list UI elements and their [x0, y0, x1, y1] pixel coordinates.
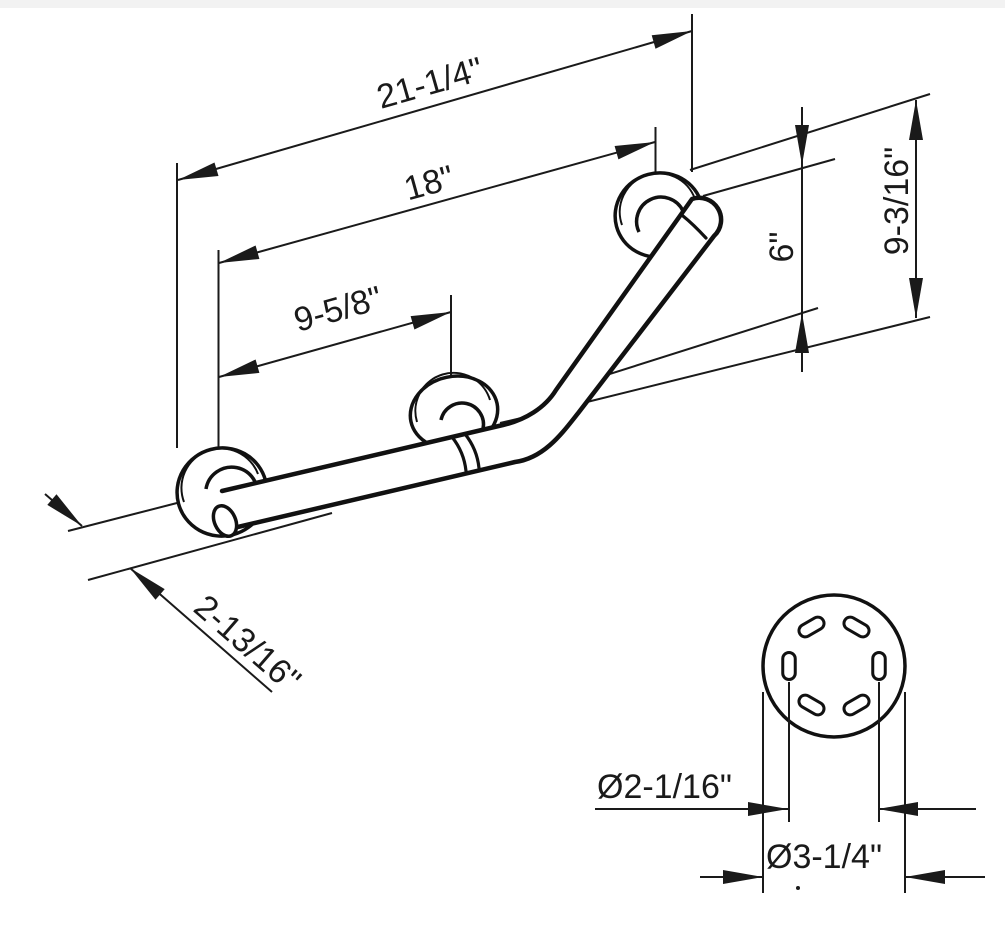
flange-rim-arc: [180, 447, 259, 503]
grab-bar-tube: [211, 195, 724, 538]
screw-slot: [871, 651, 887, 681]
dim-outer-diameter: Ø3-1/4": [700, 692, 985, 893]
flange-rim-arc: [414, 371, 491, 423]
arrowhead: [795, 125, 809, 165]
arrowhead: [614, 142, 655, 160]
arrowhead: [651, 31, 692, 49]
sleeve-collar-arc: [450, 435, 468, 473]
dimension-line: [218, 311, 452, 378]
sleeve-collar-arc: [463, 432, 481, 470]
screw-slot: [797, 693, 826, 717]
arrowhead: [178, 162, 219, 180]
tube-outline: [219, 195, 724, 533]
arrowhead: [130, 568, 165, 600]
page-edge-strip: [0, 0, 1005, 8]
screw-slot: [842, 693, 871, 717]
arrowhead: [905, 870, 945, 884]
screw-slot: [797, 615, 826, 639]
dim-bolt-circle: Ø2-1/16": [595, 682, 976, 822]
dim-outer-diameter-label: Ø3-1/4": [766, 838, 882, 876]
extension-line: [689, 93, 931, 171]
front-plane-line: [87, 512, 333, 581]
screw-slot: [842, 615, 871, 639]
dim-bolt-circle-label: Ø2-1/16": [597, 768, 732, 806]
dim-overall-height-label: 9-3/16": [878, 147, 916, 255]
arrowhead: [723, 870, 763, 884]
arrowhead: [47, 494, 82, 526]
dim-overall-height: 9-3/16": [689, 93, 931, 318]
flange-post-collar: [634, 195, 685, 233]
dim-lower-span-label: 9-5/8": [290, 279, 386, 340]
arrowhead: [909, 278, 923, 318]
flange-detail-view: Ø2-1/16" Ø3-1/4": [595, 593, 985, 893]
dimension-line: [177, 30, 693, 181]
dim-rise-label: 6": [763, 232, 801, 263]
dim-center-length: 18": [217, 127, 657, 447]
flange-post-collar: [439, 401, 486, 430]
end-cap-band: [681, 214, 708, 240]
arrowhead: [748, 802, 788, 816]
arrowhead: [878, 802, 918, 816]
stray-dot: [796, 886, 800, 890]
dim-center-length-label: 18": [400, 158, 458, 208]
dim-flange-depth: 2-13/16": [44, 493, 308, 700]
dimension-line: [218, 141, 656, 264]
wall-line-left: [67, 502, 178, 532]
dim-flange-depth-label: 2-13/16": [187, 588, 308, 700]
arrowhead: [219, 359, 260, 377]
rail-end-cap: [211, 504, 239, 538]
extension-line: [702, 158, 836, 197]
arrowhead: [219, 245, 260, 263]
flange-rim-arc: [618, 172, 696, 226]
dim-lower-span: 9-5/8": [218, 279, 452, 378]
wall-line-right: [586, 316, 931, 403]
arrowhead: [909, 100, 923, 140]
screw-slot: [781, 651, 797, 681]
arrowhead: [795, 313, 809, 353]
arrowhead: [410, 312, 451, 330]
grab-bar-illustration: [175, 171, 724, 538]
